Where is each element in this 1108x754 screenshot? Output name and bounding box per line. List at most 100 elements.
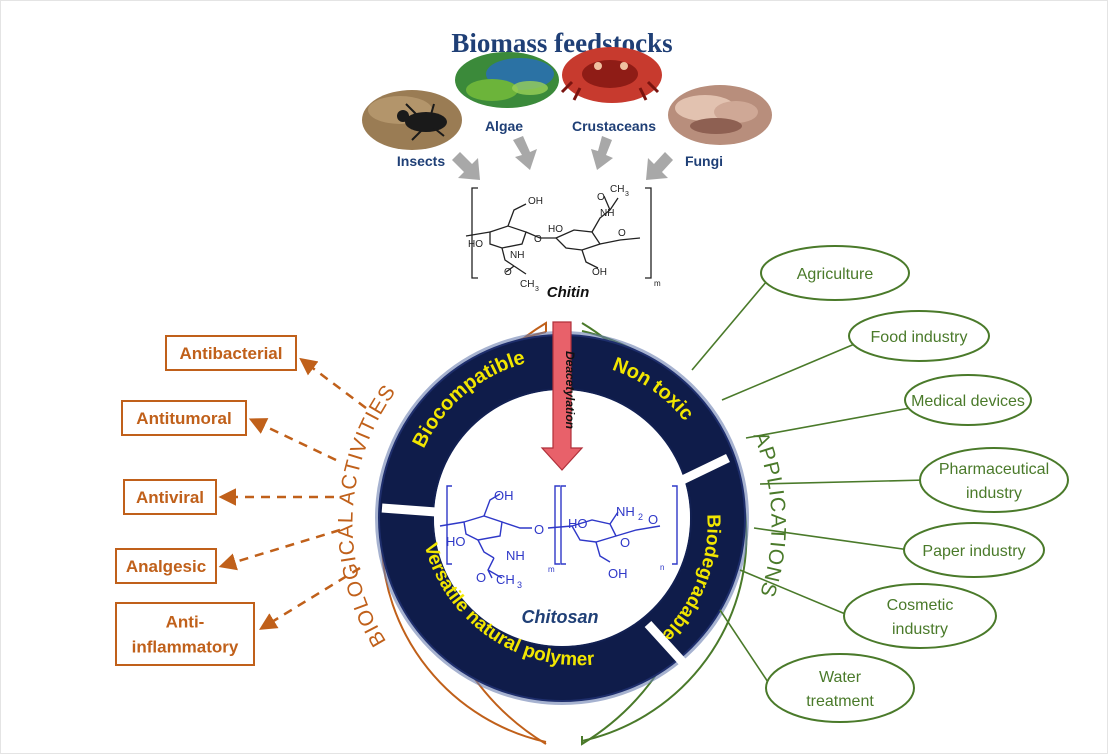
svg-text:NH: NH [616,504,635,519]
svg-text:O: O [597,192,605,203]
connector-line [719,609,773,689]
dashed-arrow [218,528,341,571]
application-label: Food industry [871,329,968,346]
activity-anti-inflammatory: Anti-inflammatory [115,566,361,666]
application-cosmetic-industry: Cosmetic industry [739,569,997,649]
svg-text:m: m [548,565,555,574]
gray-arrow-crustaceans [591,136,613,170]
activity-box [165,335,297,371]
application-label: industry [966,485,1022,502]
biological-activities-list: AntibacterialAntitumoralAntiviralAnalges… [115,335,367,666]
svg-text:O: O [618,228,626,239]
activity-antitumoral: Antitumoral [121,400,337,462]
applications-heading: APPLICATIONS [749,429,790,601]
application-oval [903,522,1045,578]
chitin-label: Chitin [547,284,590,301]
source-label-algae: Algae [485,118,523,134]
application-label: Water [819,669,862,686]
mushroom-photo [668,85,772,145]
svg-text:O: O [534,522,544,537]
connector-line [753,527,910,551]
activity-box [115,548,217,584]
activity-antiviral: Antiviral [123,479,334,515]
activity-label: Antiviral [136,488,204,507]
connector-line [759,479,926,485]
algae-photo [455,52,559,108]
chitosan-label: Chitosan [521,607,598,627]
application-water-treatment: Water treatment [719,609,915,723]
source-label-insects: Insects [397,153,445,169]
connector-line [739,569,851,617]
svg-text:HO: HO [468,239,483,250]
svg-text:n: n [660,563,664,572]
source-label-crustaceans: Crustaceans [572,118,656,134]
svg-text:3: 3 [625,191,629,198]
application-food-industry: Food industry [721,310,990,401]
activity-label: Antibacterial [180,344,283,363]
svg-text:NH: NH [510,250,524,261]
application-oval [848,310,990,362]
deacetylation-arrow [540,321,584,471]
application-label: Agriculture [797,266,874,283]
application-label: Pharmaceutical [939,461,1049,478]
activity-box [123,479,217,515]
svg-text:CH: CH [610,184,624,195]
beetle-photo [362,90,462,150]
crab-photo [560,47,662,103]
source-label-fungi: Fungi [685,153,723,169]
gray-arrow-algae [513,136,537,170]
application-label: industry [892,621,948,638]
svg-text:m: m [654,279,661,288]
activity-box [115,602,255,666]
svg-text:CH: CH [496,572,515,587]
chitin-atoms: OH HO NH O CH 3 O HO NH O CH 3 OH O m [468,184,661,293]
application-oval [765,653,915,723]
svg-text:HO: HO [548,224,563,235]
dashed-arrow [299,357,367,409]
gray-arrow-fungi [646,152,673,180]
svg-text:O: O [648,512,658,527]
svg-text:CH: CH [520,279,534,290]
gray-arrow-insects [452,152,480,180]
svg-text:OH: OH [528,196,543,207]
connector-line [745,407,911,439]
svg-text:O: O [534,234,542,245]
svg-text:NH: NH [506,548,525,563]
application-oval [760,245,910,301]
activity-analgesic: Analgesic [115,528,341,584]
application-label: treatment [806,693,874,710]
svg-text:O: O [620,535,630,550]
chitosan-atoms: OH HO NH O CH 3 O m HO NH 2 OH O O n [446,488,664,590]
svg-text:OH: OH [608,566,628,581]
svg-text:O: O [476,570,486,585]
deacetylation-label: Deacetylation [563,351,577,429]
connector-line [721,343,855,401]
dashed-arrow [248,418,337,462]
svg-text:NH: NH [600,208,614,219]
chitosan-structure [439,485,678,579]
activity-box [121,400,247,436]
activity-label: Analgesic [126,557,206,576]
svg-text:2: 2 [638,512,643,522]
application-oval [843,583,997,649]
activity-label: Anti- [166,613,205,632]
svg-text:3: 3 [517,580,522,590]
svg-text:O: O [504,267,512,278]
svg-text:OH: OH [494,488,514,503]
dashed-arrow [259,566,361,630]
application-medical-devices: Medical devices [745,374,1032,439]
application-agriculture: Agriculture [691,245,910,371]
connector-line [691,280,768,371]
application-label: Medical devices [911,393,1025,410]
application-label: Cosmetic [887,597,954,614]
svg-text:3: 3 [535,286,539,293]
application-label: Paper industry [922,543,1025,560]
application-pharmaceutical-industry: Pharmaceutical industry [759,447,1069,513]
application-oval [904,374,1032,426]
chitin-structure [465,187,652,279]
svg-text:HO: HO [568,516,588,531]
activity-label: Antitumoral [136,409,231,428]
activity-antibacterial: Antibacterial [165,335,367,409]
